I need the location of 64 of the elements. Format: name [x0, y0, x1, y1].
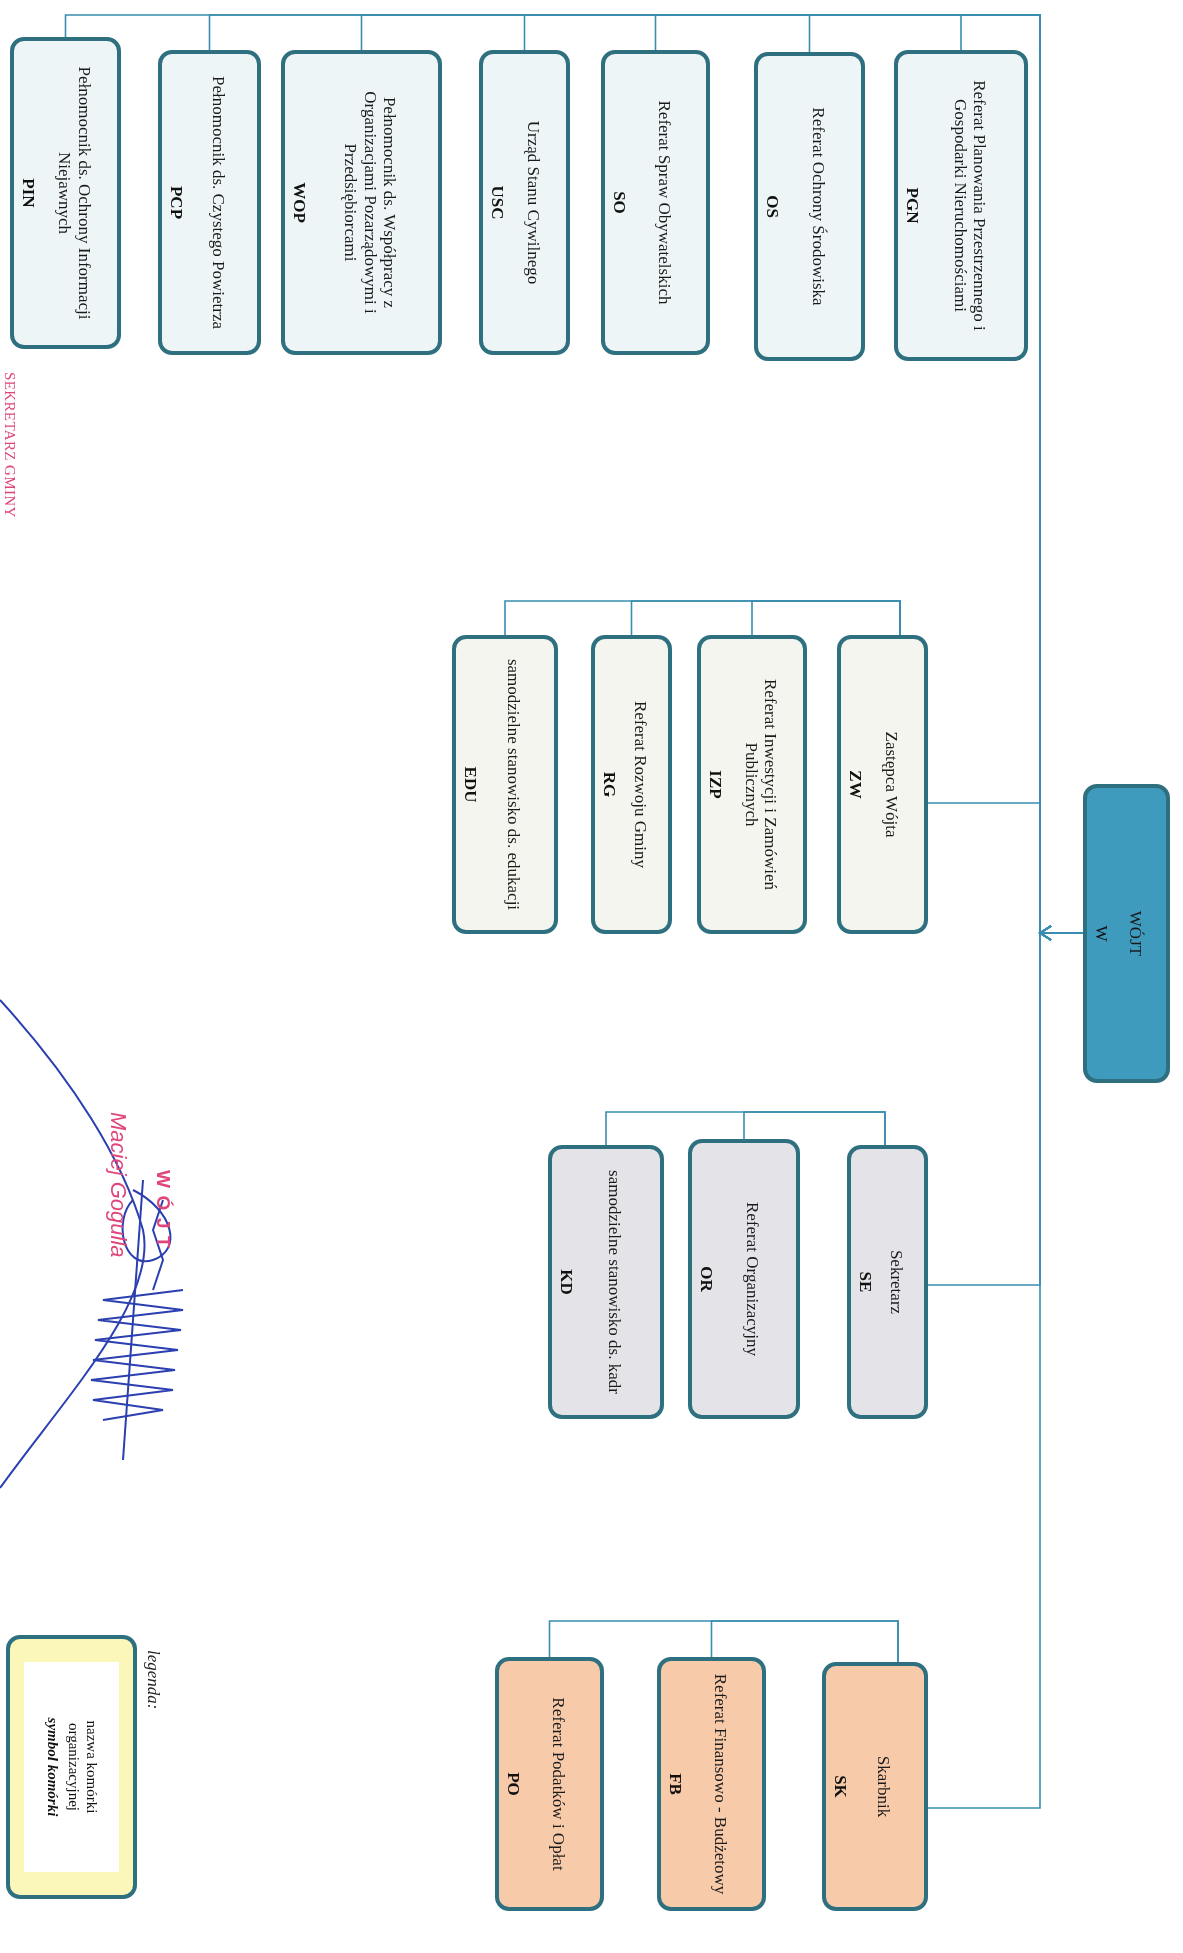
legend-heading: legenda:	[143, 1650, 165, 1712]
connector	[605, 1111, 886, 1146]
unit-symbol: FB	[665, 1773, 687, 1795]
unit-symbol: OR	[696, 1266, 718, 1292]
legend-text: nazwa komórki organizacyjnej	[64, 1719, 102, 1816]
unit-symbol: SO	[609, 191, 631, 214]
unit-box	[591, 635, 672, 934]
head-box	[1083, 784, 1170, 1083]
unit-symbol: ZW	[845, 770, 867, 799]
unit-symbol: USC	[487, 185, 509, 220]
unit-name: Referat Inwestycji i Zamówień Publicznych	[740, 678, 782, 892]
unit-name: Referat Rozwoju Gminy	[629, 700, 651, 869]
unit-box	[495, 1657, 604, 1911]
unit-symbol: IZP	[705, 770, 727, 799]
unit-symbol: WOP	[289, 182, 311, 223]
unit-name: Pełnomocnik ds. Czystego Powietrza	[207, 75, 229, 330]
unit-name: samodzielne stanowisko ds. kadr	[604, 1170, 626, 1394]
unit-name: Referat Ochrony Środowiska	[807, 107, 829, 306]
unit-name: samodzielne stanowisko ds. edukacji	[503, 658, 525, 911]
unit-name: Referat Finansowo - Budżetowy	[709, 1673, 731, 1895]
legend-symbol-text: symbol komórki	[44, 1717, 62, 1817]
stamp-text: SEKRETARZ GMINY	[1, 372, 19, 520]
unit-box	[894, 50, 1028, 361]
unit-symbol: RG	[599, 771, 621, 798]
unit-symbol: EDU	[460, 766, 482, 803]
unit-name: WÓJT	[1124, 910, 1146, 957]
unit-symbol: SK	[830, 1775, 852, 1798]
unit-box	[548, 1145, 664, 1419]
unit-name: Skarbnik	[873, 1755, 895, 1818]
legend-sample-box	[6, 1635, 137, 1899]
unit-box	[657, 1657, 766, 1911]
unit-box	[822, 1662, 928, 1911]
unit-name: Referat Organizacyjny	[742, 1202, 764, 1356]
unit-box	[452, 635, 558, 934]
unit-name: Pełnomocnik ds. Ochrony Informacji Niejawnych	[54, 65, 95, 322]
unit-name: Referat Podatków i Opłat	[547, 1697, 569, 1871]
stamp-text: WÓJT	[152, 1170, 176, 1258]
unit-symbol: PGN	[902, 187, 924, 224]
unit-symbol: PCP	[166, 185, 188, 219]
unit-box	[158, 50, 261, 355]
unit-box	[479, 50, 570, 355]
unit-box	[754, 52, 865, 361]
unit-box	[688, 1139, 800, 1419]
unit-box	[847, 1145, 928, 1419]
unit-name: Referat Planowania Przestrzennego i Gospodarki Nieruchomościami	[949, 79, 991, 333]
connector	[548, 1620, 899, 1663]
stamp-text: Maciej Gogulla	[105, 1112, 132, 1260]
unit-box	[697, 635, 807, 934]
unit-symbol: OS	[762, 195, 784, 218]
connector	[504, 600, 901, 636]
unit-symbol: PO	[503, 1772, 525, 1796]
unit-symbol: PIN	[18, 178, 40, 208]
unit-box	[601, 50, 710, 355]
unit-box	[281, 50, 442, 355]
unit-name: Pełnomocnik ds. Współpracy z Organizacjami Pozarządowymi i Przedsiębiorcami	[340, 90, 401, 316]
unit-box	[10, 37, 121, 349]
unit-symbol: SE	[855, 1271, 877, 1293]
unit-name: Zastępca Wójta	[880, 731, 902, 838]
unit-symbol: KD	[556, 1269, 578, 1295]
unit-box	[837, 635, 928, 934]
unit-symbol: W	[1091, 925, 1113, 942]
unit-name: Urząd Stanu Cywilnego	[522, 120, 544, 285]
unit-name: Sekretarz	[885, 1249, 907, 1315]
unit-name: Referat Spraw Obywatelskich	[653, 100, 675, 305]
